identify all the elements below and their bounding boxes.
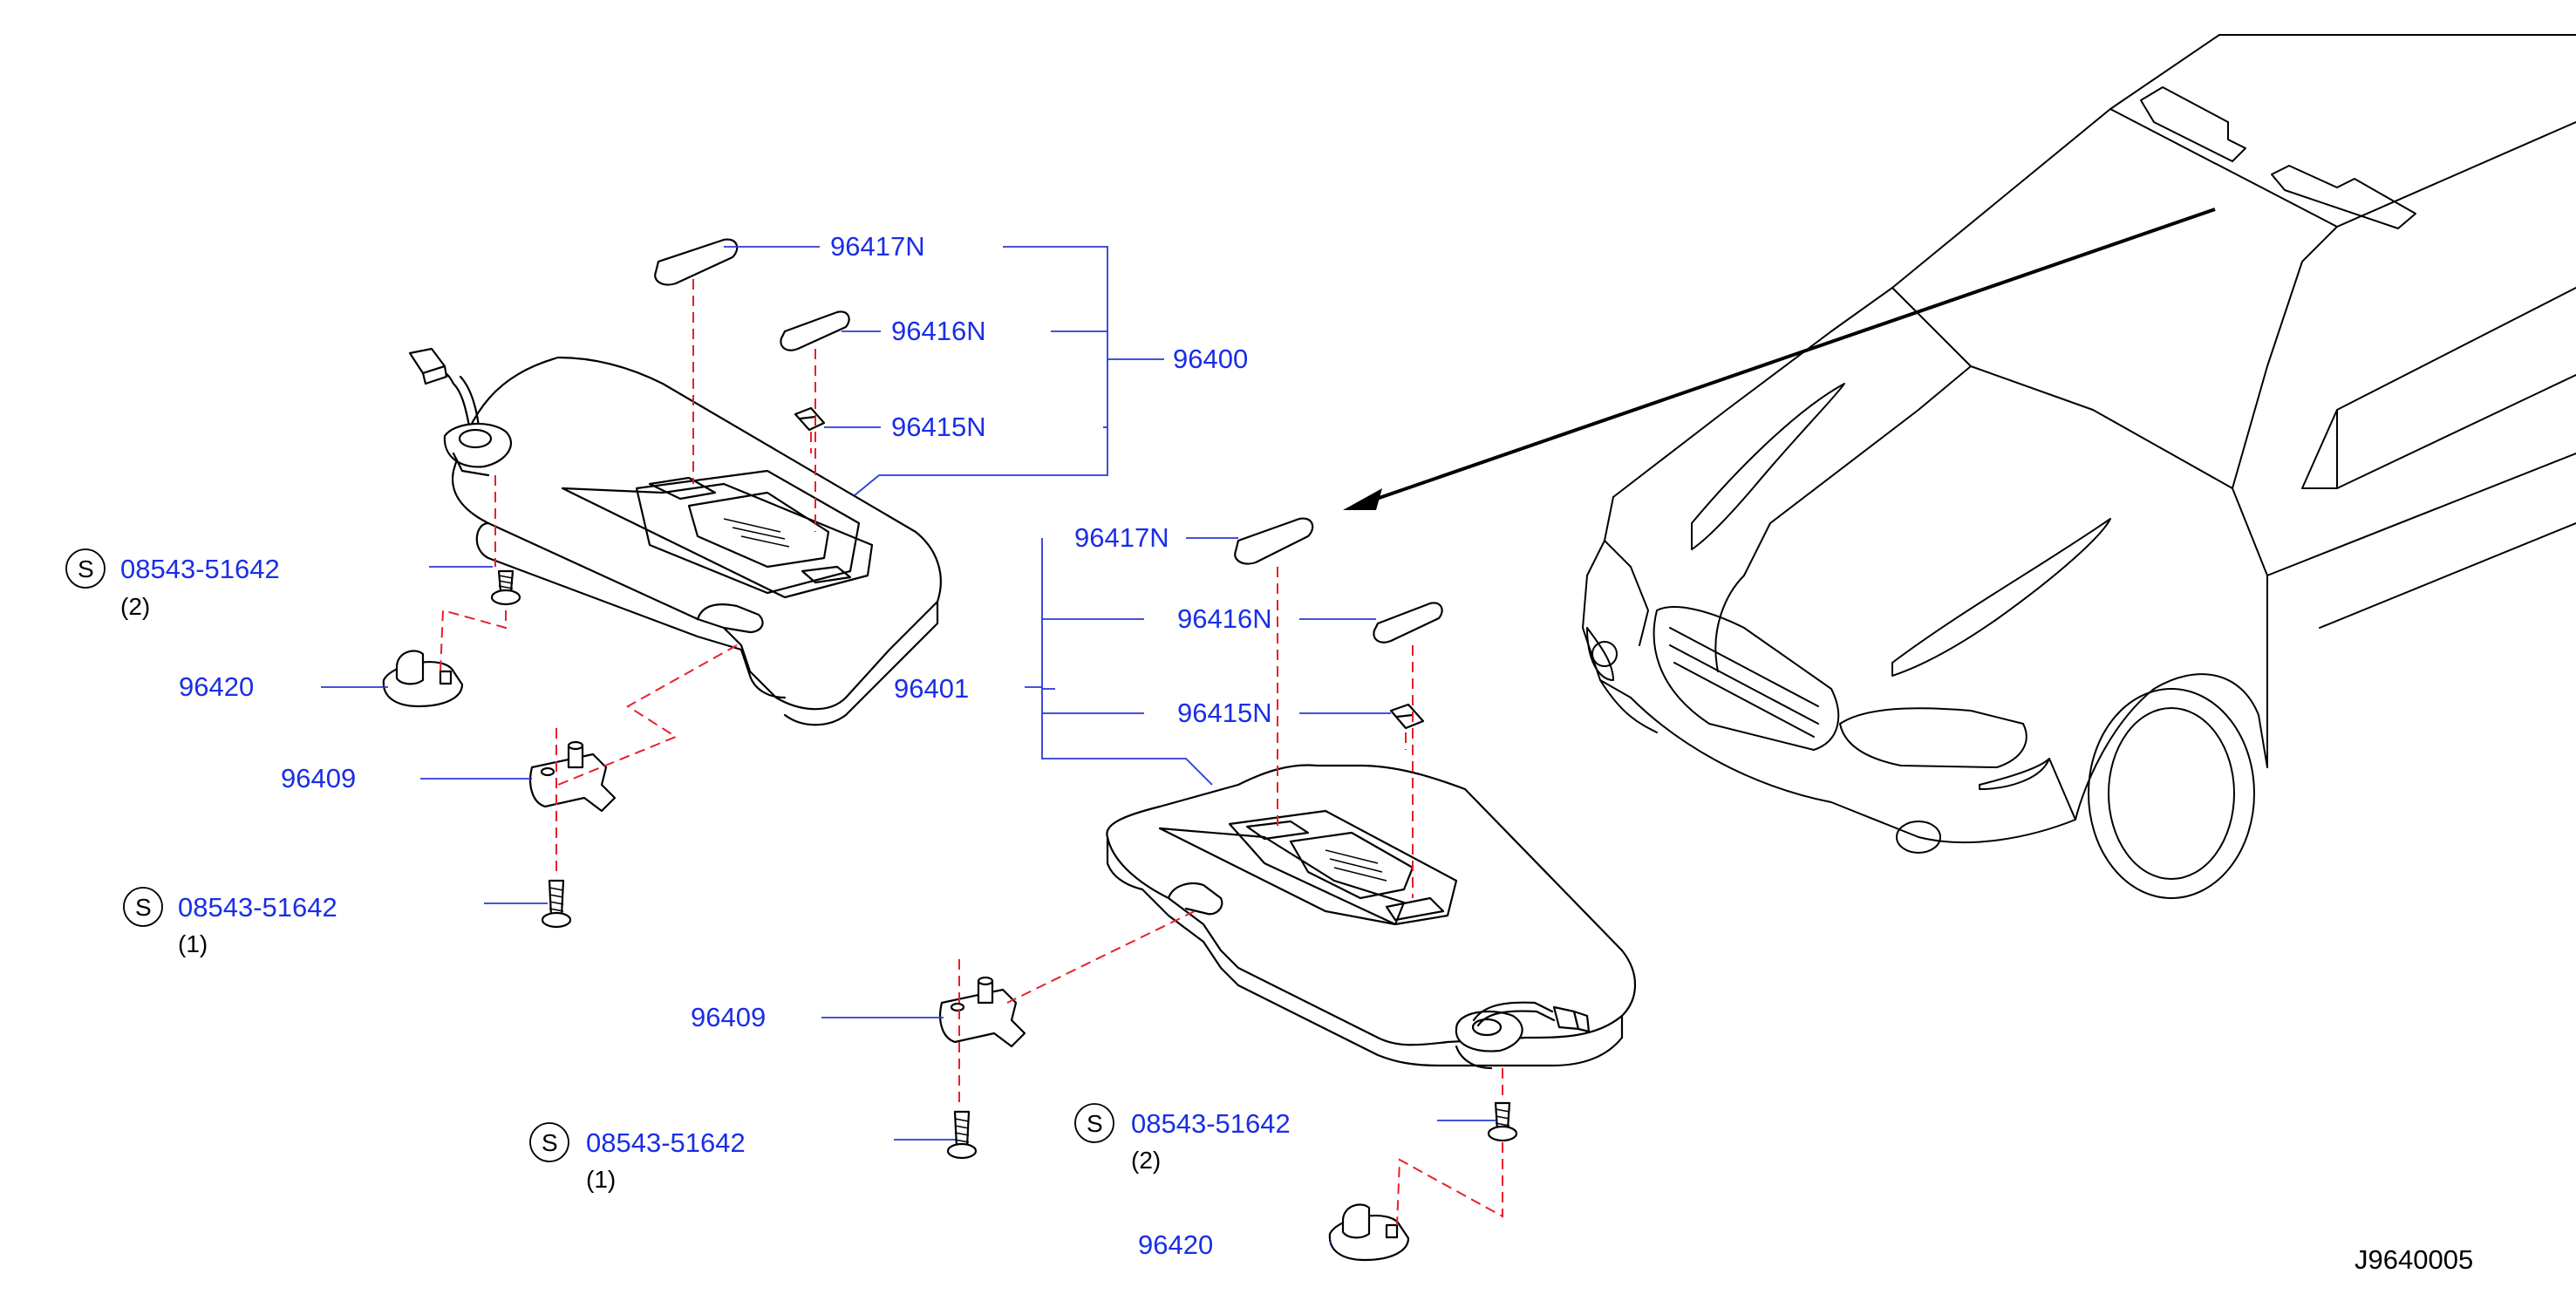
part-96417N-left bbox=[654, 238, 739, 286]
screw-right-bottom-left bbox=[946, 1110, 978, 1160]
screw-callout-left-top: S 08543-51642 (2) bbox=[65, 548, 280, 620]
label-screw: 08543-51642 bbox=[586, 1127, 746, 1158]
bracket-96409-left bbox=[529, 740, 617, 813]
label-96415N-left: 96415N bbox=[891, 412, 986, 442]
part-96416N-left bbox=[780, 310, 850, 351]
service-symbol: S bbox=[1087, 1110, 1103, 1137]
leader-lines bbox=[321, 246, 1496, 1243]
holder-96420-right bbox=[1328, 1203, 1410, 1262]
label-96409-left: 96409 bbox=[281, 763, 356, 793]
screw-left-bottom bbox=[541, 879, 572, 929]
holder-96420-left bbox=[382, 650, 464, 708]
label-96417N-right: 96417N bbox=[1074, 522, 1169, 553]
label-96415N-right: 96415N bbox=[1177, 698, 1272, 728]
dash-line bbox=[1006, 910, 1196, 1004]
service-symbol: S bbox=[135, 894, 152, 921]
screw-callout-right-right: S 08543-51642 (2) bbox=[1074, 1103, 1291, 1174]
dash-line bbox=[557, 644, 738, 786]
part-96415N-left bbox=[794, 406, 826, 432]
bracket-96409-right bbox=[939, 976, 1026, 1048]
label-screw: 08543-51642 bbox=[1131, 1108, 1291, 1139]
label-96409-right: 96409 bbox=[691, 1002, 766, 1032]
label-96416N-right: 96416N bbox=[1177, 603, 1272, 634]
label-96420-right: 96420 bbox=[1138, 1229, 1213, 1260]
dash-line bbox=[1396, 1142, 1503, 1226]
visor-right bbox=[1106, 764, 1637, 1070]
label-96417N-left: 96417N bbox=[830, 231, 925, 262]
dash-line bbox=[440, 609, 507, 672]
screw-callout-right-left: S 08543-51642 (1) bbox=[529, 1122, 746, 1193]
screw-left-top bbox=[490, 569, 521, 606]
quantity: (2) bbox=[1131, 1147, 1161, 1174]
screw-callout-left-bottom: S 08543-51642 (1) bbox=[123, 887, 337, 957]
label-screw: 08543-51642 bbox=[178, 892, 337, 923]
service-symbol: S bbox=[542, 1129, 558, 1156]
screw-right-bottom-right bbox=[1487, 1101, 1518, 1142]
diagram-code: J9640005 bbox=[2355, 1244, 2473, 1275]
visor-left bbox=[408, 347, 942, 726]
part-96416N-right bbox=[1373, 602, 1443, 644]
label-screw: 08543-51642 bbox=[120, 554, 280, 584]
service-symbol: S bbox=[78, 555, 94, 582]
part-96417N-right bbox=[1234, 517, 1314, 565]
car-illustration bbox=[1582, 34, 2576, 899]
label-96401: 96401 bbox=[894, 673, 969, 704]
label-96400: 96400 bbox=[1173, 344, 1248, 374]
quantity: (1) bbox=[586, 1166, 616, 1193]
quantity: (2) bbox=[120, 593, 150, 620]
label-96420-left: 96420 bbox=[179, 671, 254, 702]
label-96416N-left: 96416N bbox=[891, 316, 986, 346]
quantity: (1) bbox=[178, 930, 208, 957]
part-96415N-right bbox=[1389, 703, 1425, 730]
pointer-arrow bbox=[1343, 208, 2216, 510]
